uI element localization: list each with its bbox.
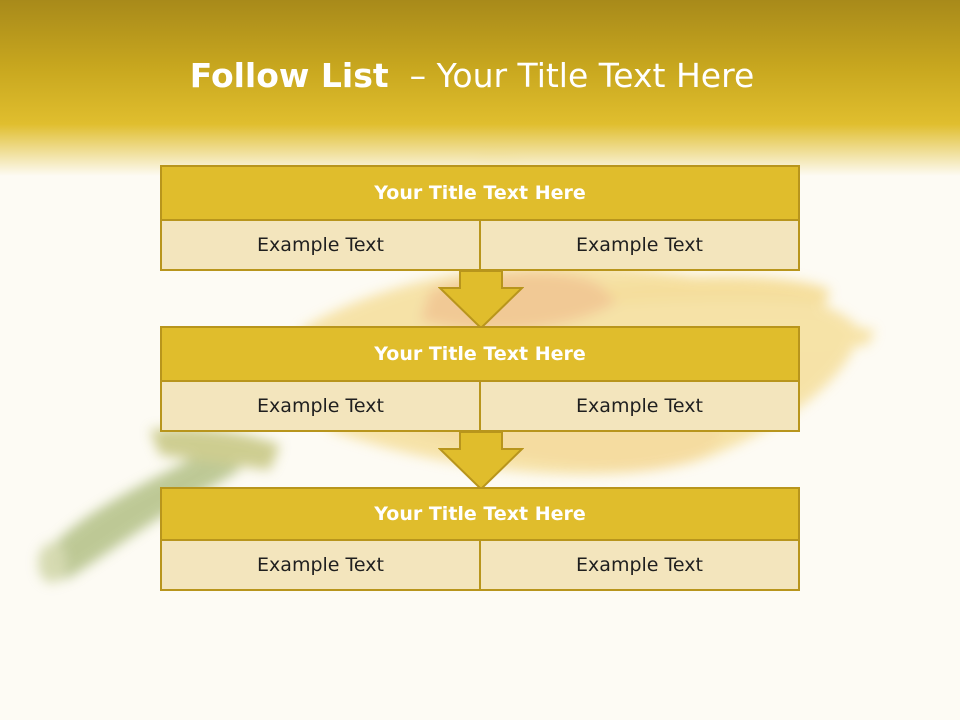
box-cell-right: Example Text [481,541,800,591]
box-row: Example Text Example Text [160,221,800,271]
box-title: Your Title Text Here [160,326,800,382]
box-cell-left: Example Text [160,541,481,591]
slide-title-bold: Follow List [189,56,389,95]
follow-box-3: Your Title Text Here Example Text Exampl… [160,487,800,591]
box-cell-right: Example Text [481,221,800,271]
box-cell-left: Example Text [160,382,481,432]
box-row: Example Text Example Text [160,382,800,432]
box-cell-right: Example Text [481,382,800,432]
down-arrow-icon [438,431,524,491]
follow-box-2: Your Title Text Here Example Text Exampl… [160,326,800,432]
down-arrow-icon [438,270,524,330]
slide-title-rest: – Your Title Text Here [388,56,755,95]
slide-title: Follow List – Your Title Text Here [0,54,944,98]
box-title: Your Title Text Here [160,487,800,541]
box-cell-left: Example Text [160,221,481,271]
box-row: Example Text Example Text [160,541,800,591]
follow-box-1: Your Title Text Here Example Text Exampl… [160,165,800,271]
box-title: Your Title Text Here [160,165,800,221]
